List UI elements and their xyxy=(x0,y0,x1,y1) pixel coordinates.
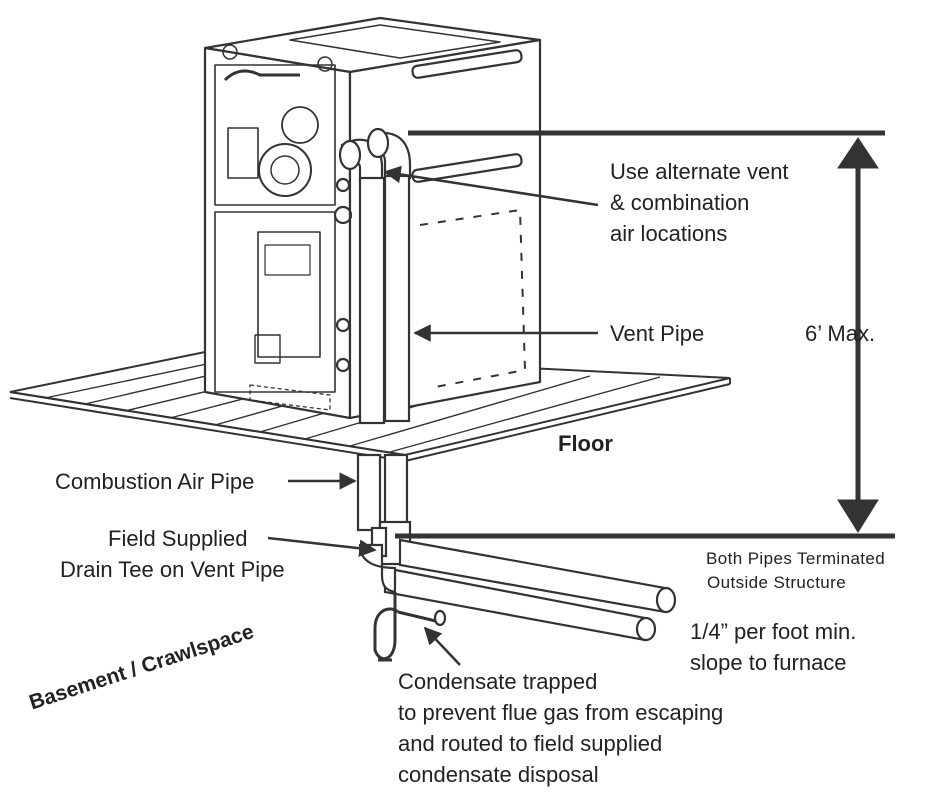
label-drain-tee-line2: Drain Tee on Vent Pipe xyxy=(60,557,285,582)
label-max-height: 6’ Max. xyxy=(805,321,876,346)
vent-and-air-pipes xyxy=(338,127,677,662)
label-alternate-vent-line3: air locations xyxy=(610,221,728,246)
label-condensate-line2: to prevent flue gas from escaping xyxy=(398,700,724,725)
label-vent-pipe: Vent Pipe xyxy=(610,321,705,346)
label-condensate-line3: and routed to field supplied xyxy=(398,731,663,756)
label-terminated-line1: Both Pipes Terminated xyxy=(706,549,886,568)
label-alternate-vent: Use alternate vent & combination air loc… xyxy=(610,156,789,249)
label-slope: 1/4” per foot min. slope to furnace xyxy=(690,616,856,678)
label-slope-line1: 1/4” per foot min. xyxy=(690,619,857,644)
label-arrows xyxy=(267,165,599,666)
label-alternate-vent-line1: Use alternate vent xyxy=(610,159,789,184)
label-slope-line2: slope to furnace xyxy=(690,650,847,675)
label-condensate: Condensate trapped to prevent flue gas f… xyxy=(398,666,723,790)
label-terminated-line2: Outside Structure xyxy=(707,573,847,592)
label-drain-tee: Field Supplied Drain Tee on Vent Pipe xyxy=(60,523,350,585)
label-floor: Floor xyxy=(558,431,613,456)
height-dimension xyxy=(395,130,895,539)
label-both-pipes-terminated: Both Pipes Terminated Outside Structure xyxy=(706,547,885,595)
label-drain-tee-line1: Field Supplied xyxy=(108,526,248,551)
label-condensate-line4: condensate disposal xyxy=(398,762,599,787)
label-alternate-vent-line2: & combination xyxy=(610,190,750,215)
label-combustion-air-pipe: Combustion Air Pipe xyxy=(55,469,255,494)
label-condensate-line1: Condensate trapped xyxy=(398,669,598,694)
